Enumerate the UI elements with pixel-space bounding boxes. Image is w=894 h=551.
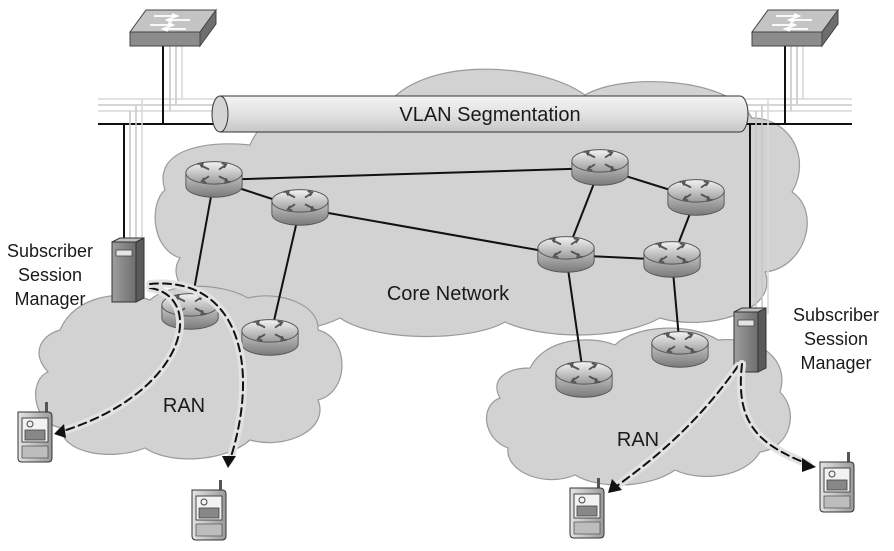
ssm-right-line-2: Session	[804, 329, 868, 349]
ran-left-label: RAN	[163, 395, 205, 417]
vlan-segmentation-label: VLAN Segmentation	[399, 104, 580, 126]
vlan-bus-lines	[98, 42, 852, 314]
subscriber-session-manager-right-label: Subscriber Session Manager	[793, 305, 879, 373]
ssm-right-line-3: Manager	[800, 353, 871, 373]
ssm-left-line-2: Session	[18, 265, 82, 285]
subscriber-flow-paths	[54, 279, 816, 493]
ssm-left-line-1: Subscriber	[7, 241, 93, 261]
ran-right-label: RAN	[617, 429, 659, 451]
server-icon	[111, 237, 145, 303]
mobile-phone-icon	[191, 479, 227, 541]
ssm-left-line-3: Manager	[14, 289, 85, 309]
router-icon	[642, 240, 702, 279]
subscriber-session-manager-left-label: Subscriber Session Manager	[7, 241, 93, 309]
core-network-label: Core Network	[387, 283, 510, 305]
router-icon	[570, 148, 630, 187]
mobile-phone-icon	[819, 451, 855, 513]
router-icon	[184, 160, 244, 199]
ssm-right-line-1: Subscriber	[793, 305, 879, 325]
router-icon	[554, 360, 614, 399]
mobile-phone-icon	[569, 477, 605, 539]
vlan-segmentation-tunnel: VLAN Segmentation	[211, 95, 749, 133]
router-icon	[270, 188, 330, 227]
mobile-phone-icon	[17, 401, 53, 463]
switch-icon	[751, 9, 839, 47]
router-icon	[240, 318, 300, 357]
router-icon	[666, 178, 726, 217]
router-icon	[536, 235, 596, 274]
router-icon	[650, 330, 710, 369]
switch-icon	[129, 9, 217, 47]
